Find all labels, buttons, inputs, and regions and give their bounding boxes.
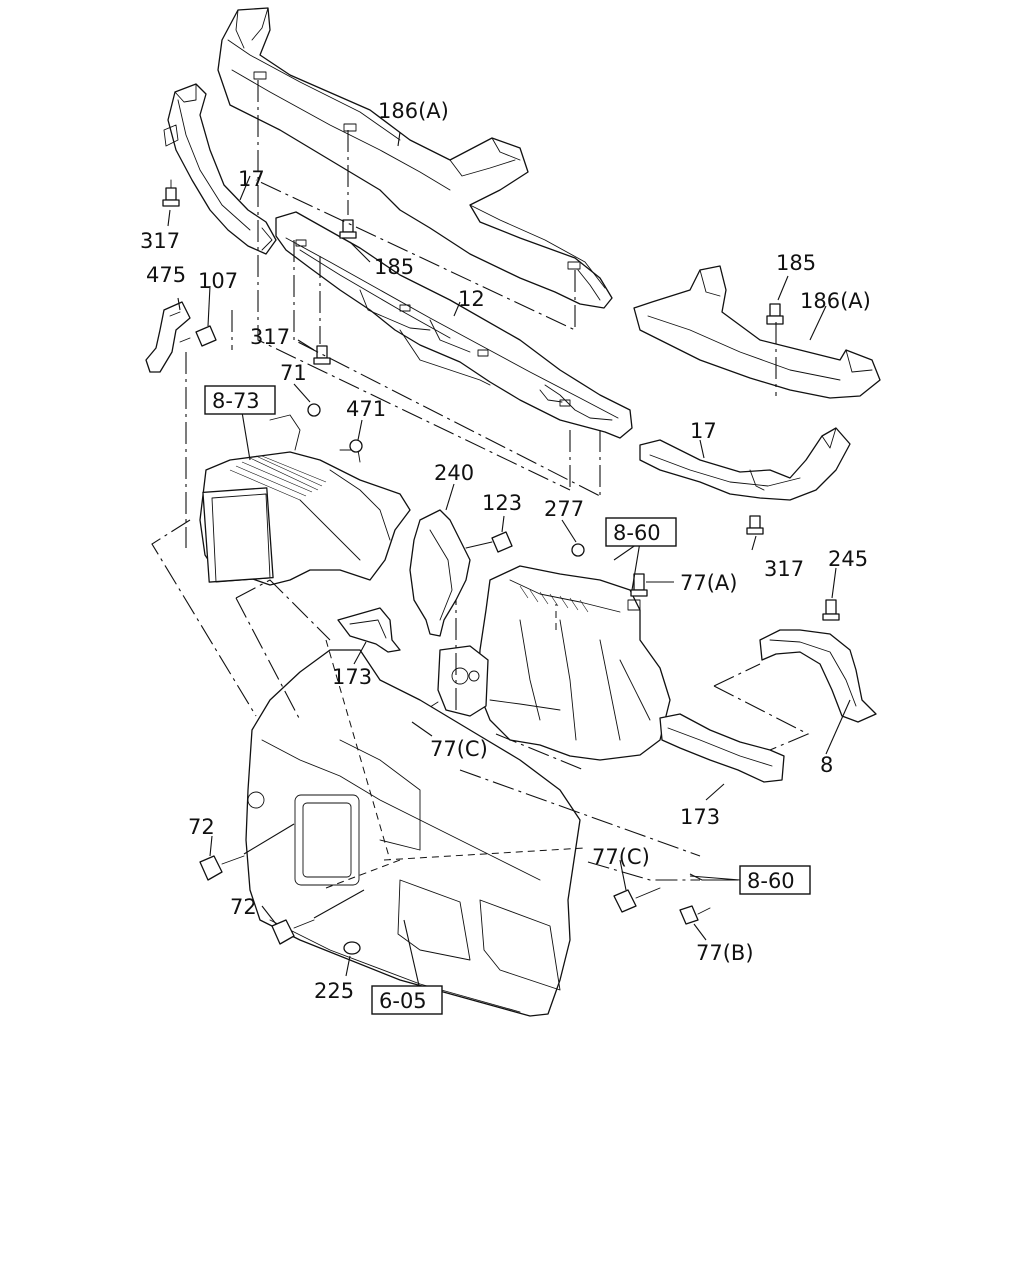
ref-6-05-label: 6-05 [379, 989, 427, 1013]
duct-17-left [163, 83, 277, 255]
ref-8-73: 8-73 [204, 385, 276, 415]
callout-107: 107 [198, 269, 238, 293]
nut-471 [349, 439, 363, 453]
callout-77b: 77(B) [696, 941, 754, 965]
bolt-72-a [199, 855, 245, 881]
duct-186a-top [217, 7, 613, 309]
bracket-12 [275, 211, 633, 439]
ref-8-60-upper-label: 8-60 [613, 521, 661, 545]
callout-186a-top: 186(A) [378, 99, 449, 123]
screw-317-c [746, 515, 764, 535]
part-240 [409, 509, 471, 637]
callout-186a-right: 186(A) [800, 289, 871, 313]
bolt-77b [679, 905, 711, 925]
callout-17-left: 17 [238, 167, 265, 191]
duct-186a-right [633, 265, 881, 399]
callout-77a: 77(A) [680, 571, 737, 595]
callout-77c-mid: 77(C) [430, 737, 488, 761]
bolt-77c-low [613, 887, 661, 913]
screw-185-right [766, 303, 784, 325]
bolt-123 [465, 531, 513, 553]
heater-unit [477, 565, 671, 761]
callout-317-a: 317 [140, 229, 180, 253]
callout-71: 71 [280, 361, 307, 385]
ref-8-60-upper: 8-60 [605, 517, 677, 547]
callout-123: 123 [482, 491, 522, 515]
ref-8-73-label: 8-73 [212, 389, 260, 413]
bolt-77a [630, 573, 648, 597]
screw-245 [822, 599, 840, 621]
bolt-107 [179, 325, 217, 347]
callout-277: 277 [544, 497, 584, 521]
callout-12: 12 [458, 287, 485, 311]
duct-173-left [337, 607, 401, 653]
callout-317-b: 317 [250, 325, 290, 349]
grommet-225 [343, 941, 361, 955]
nut-277 [571, 543, 585, 557]
ref-8-60-lower: 8-60 [739, 865, 811, 895]
screw-317-a [162, 179, 180, 207]
callout-72-b: 72 [230, 895, 257, 919]
callout-245: 245 [828, 547, 868, 571]
ref-8-60-lower-label: 8-60 [747, 869, 795, 893]
callout-8: 8 [820, 753, 833, 777]
callout-240: 240 [434, 461, 474, 485]
callout-173-left: 173 [332, 665, 372, 689]
callout-77c-low: 77(C) [592, 845, 650, 869]
callout-185-right: 185 [776, 251, 816, 275]
bolt-72-b [271, 919, 315, 945]
callout-225: 225 [314, 979, 354, 1003]
cover-plate [437, 645, 489, 717]
callout-185-left: 185 [374, 255, 414, 279]
duct-173-right [659, 713, 785, 783]
leader-lines [167, 131, 851, 991]
callout-173-right: 173 [680, 805, 720, 829]
callout-475: 475 [146, 263, 186, 287]
screw-185-left [339, 219, 357, 239]
duct-17-right [639, 427, 851, 501]
callout-317-c: 317 [764, 557, 804, 581]
screw-317-b [313, 345, 331, 365]
dash-panel [245, 649, 581, 1017]
bracket-475 [145, 301, 191, 373]
callout-471: 471 [346, 397, 386, 421]
ref-6-05: 6-05 [371, 985, 443, 1015]
alignment-lines [151, 80, 810, 889]
nut-71 [307, 403, 321, 417]
blower-unit [199, 414, 411, 586]
duct-8 [759, 629, 877, 723]
callout-labels: 186(A) 17 317 185 12 185 186(A) 475 107 … [140, 99, 871, 1003]
callout-17-right: 17 [690, 419, 717, 443]
callout-72-a: 72 [188, 815, 215, 839]
